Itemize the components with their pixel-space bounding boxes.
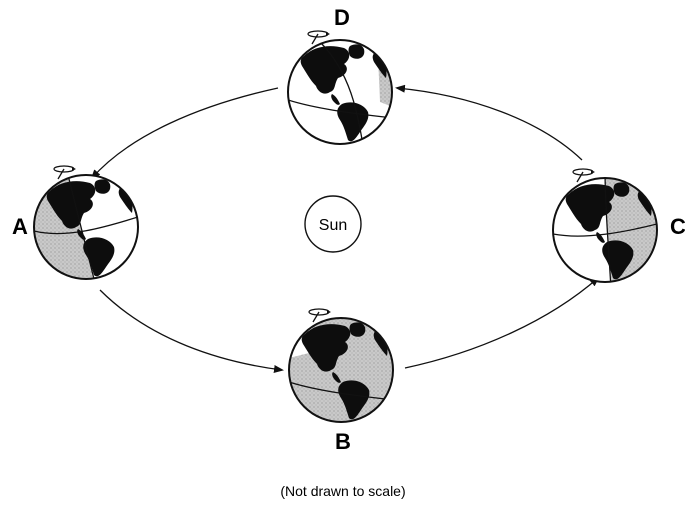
- label-position-b: B: [335, 429, 351, 454]
- label-position-a: A: [12, 214, 28, 239]
- orbit-arc-a-to-b: [99, 289, 284, 373]
- label-position-d: D: [334, 5, 350, 30]
- sun-label: Sun: [319, 217, 347, 234]
- scale-note: (Not drawn to scale): [280, 483, 405, 499]
- earth-globe-d: [287, 30, 393, 145]
- orbit-arc-d-to-a: [90, 87, 279, 180]
- earth-globe-c: [552, 168, 658, 283]
- earth-globe-a: [33, 165, 139, 280]
- orbit-arc-c-to-d: [395, 84, 583, 161]
- orbit-arc-b-to-c: [404, 276, 600, 369]
- label-position-c: C: [670, 214, 685, 239]
- earth-globe-b: [288, 308, 394, 423]
- sun: Sun: [304, 195, 362, 253]
